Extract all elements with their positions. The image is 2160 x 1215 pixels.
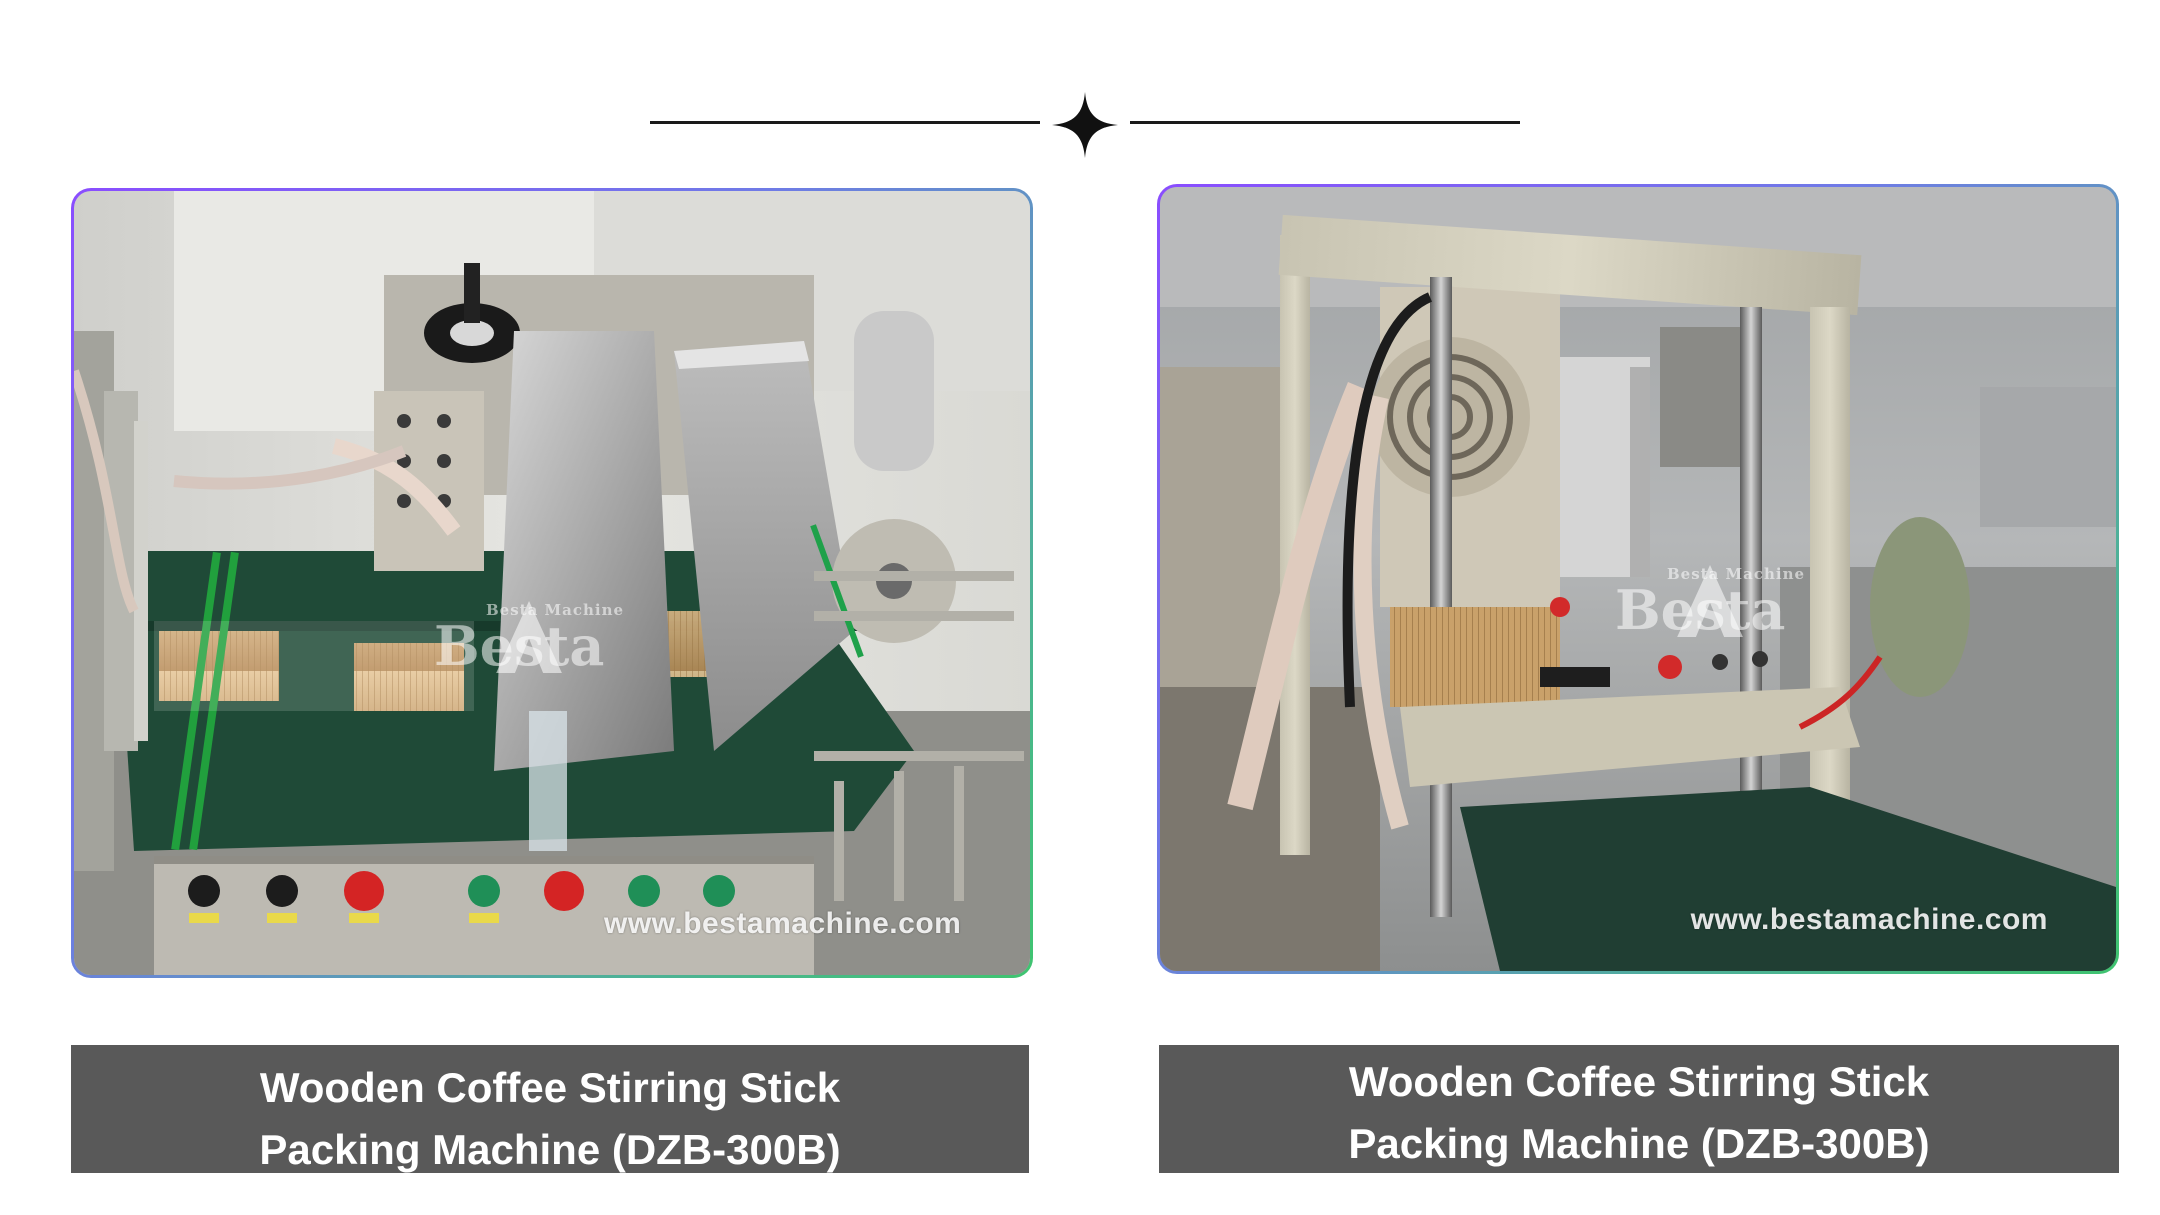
watermark-logo-subtitle: Besta Machine <box>1667 565 1806 583</box>
besta-mark-icon <box>1677 565 1743 637</box>
caption-right: Wooden Coffee Stirring Stick Packing Mac… <box>1159 1045 2119 1173</box>
machine-photo-left: Besta Machine Besta www.bestamachine.com <box>74 191 1030 975</box>
photo-frame-left: Besta Machine Besta www.bestamachine.com <box>71 188 1033 978</box>
divider-line-right <box>1130 121 1520 124</box>
machine-photo-right-illustration <box>1160 187 2116 971</box>
caption-left: Wooden Coffee Stirring Stick Packing Mac… <box>71 1045 1029 1173</box>
besta-logo-watermark: Besta Machine Besta <box>434 601 624 673</box>
caption-line-2: Packing Machine (DZB-300B) <box>259 1126 841 1173</box>
photo-frame-right: Besta Machine Besta www.bestamachine.com <box>1157 184 2119 974</box>
machine-photo-right: Besta Machine Besta www.bestamachine.com <box>1160 187 2116 971</box>
besta-logo-watermark: Besta Machine Besta <box>1615 565 1805 637</box>
machine-photo-left-illustration <box>74 191 1030 975</box>
besta-mark-icon <box>496 601 562 673</box>
caption-line-1: Wooden Coffee Stirring Stick <box>259 1064 841 1111</box>
sparkle-star-icon <box>1052 92 1118 158</box>
watermark-logo-subtitle: Besta Machine <box>486 601 625 619</box>
caption-line-2: Packing Machine (DZB-300B) <box>1348 1120 1930 1167</box>
caption-line-1: Wooden Coffee Stirring Stick <box>1348 1058 1930 1105</box>
section-divider <box>650 92 1530 160</box>
divider-line-left <box>650 121 1040 124</box>
watermark-url: www.bestamachine.com <box>604 907 962 940</box>
watermark-url: www.bestamachine.com <box>1690 903 2048 936</box>
